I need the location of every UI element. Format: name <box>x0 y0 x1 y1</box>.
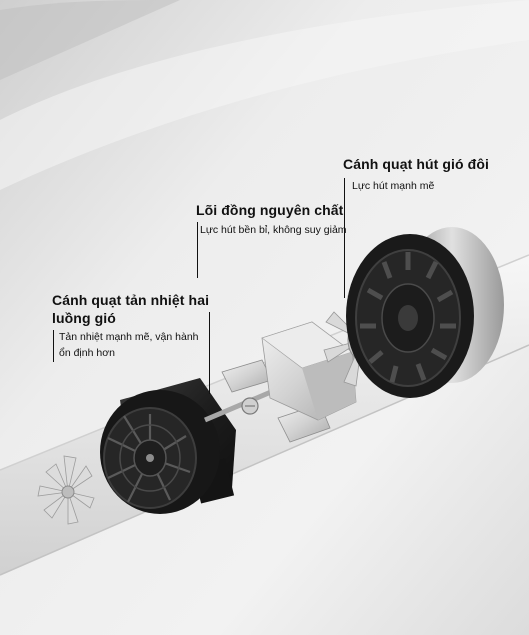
callout-line-impeller <box>344 178 345 298</box>
callout-cooling-fan: Cánh quạt tản nhiệt hai luồng gió Tản nh… <box>52 291 212 361</box>
callout-desc: Lực hút bền bỉ, không suy giảm <box>200 224 347 236</box>
callout-line-cooling-fan-left <box>53 330 54 362</box>
callout-impeller-fan: Cánh quạt hút gió đôi Lực hút mạnh mẽ <box>343 155 528 194</box>
motor-rear-housing <box>100 378 236 514</box>
callout-title: Cánh quạt tản nhiệt hai luồng gió <box>52 292 210 326</box>
callout-desc: Tản nhiệt mạnh mẽ, vận hành ổn định hơn <box>59 331 199 359</box>
fan-shroud <box>346 227 504 398</box>
callout-line-cooling-fan <box>209 312 210 394</box>
callout-title: Lõi đồng nguyên chất <box>196 202 344 218</box>
callout-copper-core: Lõi đồng nguyên chất Lực hút bền bỉ, khô… <box>196 201 356 238</box>
callout-desc: Lực hút mạnh mẽ <box>352 180 435 192</box>
callout-line-copper-core <box>197 222 198 278</box>
callout-title: Cánh quạt hút gió đôi <box>343 156 489 172</box>
cooling-fan-icon <box>37 455 95 525</box>
